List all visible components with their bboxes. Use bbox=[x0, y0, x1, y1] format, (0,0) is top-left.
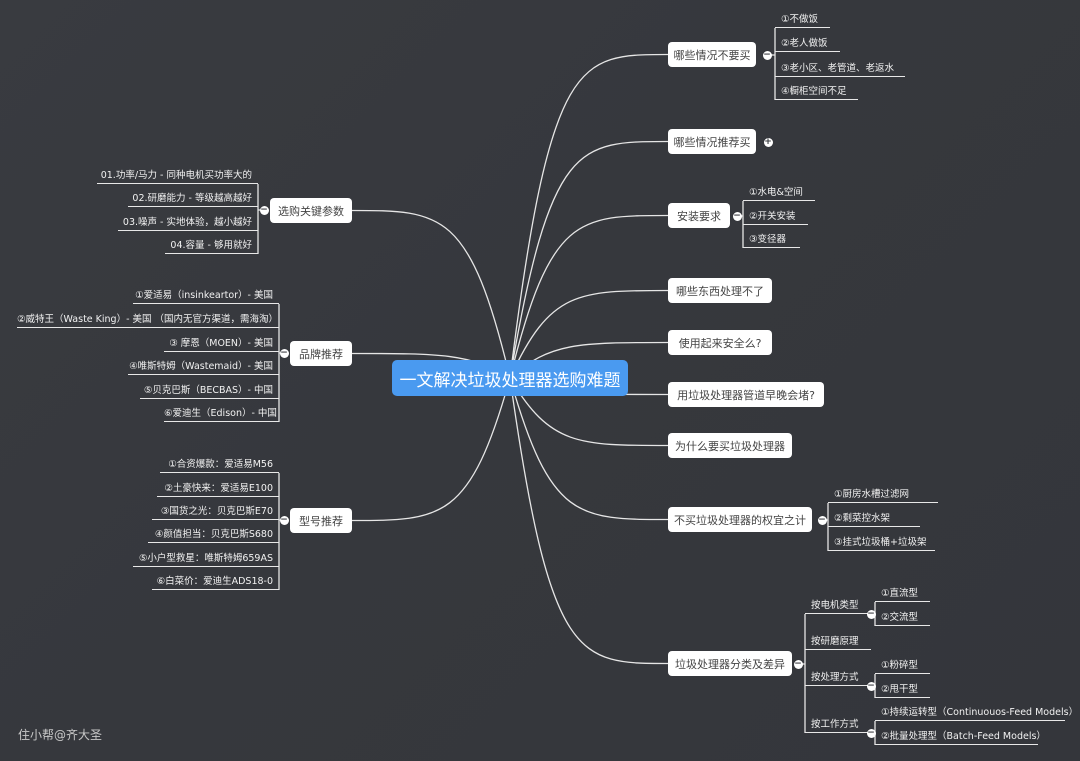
type-sub-item[interactable]: ①直流型 bbox=[875, 586, 930, 602]
connector bbox=[509, 289, 669, 379]
collapse-toggle[interactable]: − bbox=[259, 204, 269, 215]
model-item[interactable]: ②土豪快来：爱适易E100 bbox=[157, 481, 279, 497]
model-item[interactable]: ⑤小户型救星：唯斯特姆659AS bbox=[133, 551, 279, 567]
topic-install[interactable]: 安装要求 bbox=[668, 203, 730, 228]
alternative-item[interactable]: ③挂式垃圾桶+垃圾架 bbox=[828, 535, 935, 551]
install-item[interactable]: ②开关安装 bbox=[743, 209, 808, 225]
topic-recommend-buy[interactable]: 哪些情况推荐买 bbox=[668, 129, 756, 154]
topic-cannot-handle[interactable]: 哪些东西处理不了 bbox=[668, 278, 772, 303]
collapse-toggle[interactable]: − bbox=[793, 658, 803, 669]
collapse-toggle[interactable]: − bbox=[762, 49, 772, 60]
central-topic[interactable]: 一文解决垃圾处理器选购难题 bbox=[392, 360, 628, 396]
topic-safety[interactable]: 使用起来安全么? bbox=[668, 330, 772, 355]
type-sub-item[interactable]: ①持续运转型（Continuouos-Feed Models） bbox=[875, 705, 1078, 721]
topic-why-buy[interactable]: 为什么要买垃圾处理器 bbox=[668, 433, 792, 458]
not-buy-item[interactable]: ④橱柜空间不足 bbox=[775, 84, 858, 100]
not-buy-item[interactable]: ①不做饭 bbox=[775, 12, 830, 28]
topic-alternatives[interactable]: 不买垃圾处理器的权宜之计 bbox=[668, 507, 812, 532]
model-item[interactable]: ③国货之光：贝克巴斯E70 bbox=[152, 504, 279, 520]
type-sub-item[interactable]: ①粉碎型 bbox=[875, 658, 930, 674]
type-method[interactable]: 按处理方式 bbox=[805, 670, 871, 686]
key-param-item[interactable]: 03.噪声 - 实地体验，越小越好 bbox=[118, 215, 258, 231]
topic-types[interactable]: 垃圾处理器分类及差异 bbox=[668, 651, 792, 676]
brand-item[interactable]: ②威特王（Waste King）- 美国 （国内无官方渠道，需海淘） bbox=[17, 312, 279, 328]
watermark: 住小帮@齐大圣 bbox=[18, 728, 103, 742]
not-buy-item[interactable]: ②老人做饭 bbox=[775, 36, 840, 52]
type-sub-item[interactable]: ②甩干型 bbox=[875, 682, 930, 698]
topic-not-buy[interactable]: 哪些情况不要买 bbox=[668, 42, 756, 67]
topic-models[interactable]: 型号推荐 bbox=[290, 508, 352, 533]
connector bbox=[509, 214, 669, 379]
topic-key-params[interactable]: 选购关键参数 bbox=[270, 198, 352, 223]
connector bbox=[509, 377, 669, 521]
model-item[interactable]: ①合资爆款：爱适易M56 bbox=[160, 457, 279, 473]
type-sub-item[interactable]: ②批量处理型（Batch-Feed Models） bbox=[875, 729, 1046, 745]
collapse-toggle[interactable]: − bbox=[279, 514, 289, 525]
connector bbox=[509, 377, 669, 665]
brand-item[interactable]: ①爱适易（insinkeartor）- 美国 bbox=[133, 288, 279, 304]
type-work[interactable]: 按工作方式 bbox=[805, 717, 871, 733]
connector bbox=[509, 140, 669, 379]
type-sub-item[interactable]: ②交流型 bbox=[875, 610, 930, 626]
collapse-toggle[interactable]: − bbox=[817, 514, 827, 525]
topic-brands[interactable]: 品牌推荐 bbox=[290, 341, 352, 366]
connector bbox=[509, 377, 669, 447]
install-item[interactable]: ①水电&空间 bbox=[743, 185, 815, 201]
collapse-toggle[interactable]: − bbox=[866, 608, 876, 619]
collapse-toggle[interactable]: − bbox=[866, 727, 876, 738]
connector bbox=[351, 209, 511, 379]
model-item[interactable]: ⑥白菜价：爱迪生ADS18-0 bbox=[152, 574, 279, 590]
alternative-item[interactable]: ①厨房水槽过滤网 bbox=[828, 487, 938, 503]
collapse-toggle[interactable]: − bbox=[279, 347, 289, 358]
collapse-toggle[interactable]: − bbox=[732, 210, 742, 221]
brand-item[interactable]: ③ 摩恩（MOEN）- 美国 bbox=[164, 336, 279, 352]
alternative-item[interactable]: ②剩菜控水架 bbox=[828, 511, 920, 527]
expand-toggle[interactable]: + bbox=[763, 136, 773, 147]
connector bbox=[509, 53, 669, 379]
key-param-item[interactable]: 02.研磨能力 - 等级越高越好 bbox=[128, 191, 258, 207]
topic-clog[interactable]: 用垃圾处理器管道早晚会堵? bbox=[668, 382, 824, 407]
not-buy-item[interactable]: ③老小区、老管道、老返水 bbox=[775, 61, 905, 77]
install-item[interactable]: ③变径器 bbox=[743, 232, 800, 248]
type-motor[interactable]: 按电机类型 bbox=[805, 598, 871, 614]
brand-item[interactable]: ④唯斯特姆（Wastemaid）- 美国 bbox=[128, 359, 279, 375]
brand-item[interactable]: ⑤贝克巴斯（BECBAS）- 中国 bbox=[140, 383, 279, 399]
key-param-item[interactable]: 04.容量 - 够用就好 bbox=[165, 238, 258, 254]
connector bbox=[351, 377, 511, 522]
key-param-item[interactable]: 01.功率/马力 - 同种电机买功率大的 bbox=[97, 168, 258, 184]
type-grind[interactable]: 按研磨原理 bbox=[805, 634, 871, 650]
collapse-toggle[interactable]: − bbox=[866, 680, 876, 691]
brand-item[interactable]: ⑥爱迪生（Edison）- 中国 bbox=[164, 406, 279, 422]
model-item[interactable]: ④颜值担当：贝克巴斯S680 bbox=[148, 527, 279, 543]
